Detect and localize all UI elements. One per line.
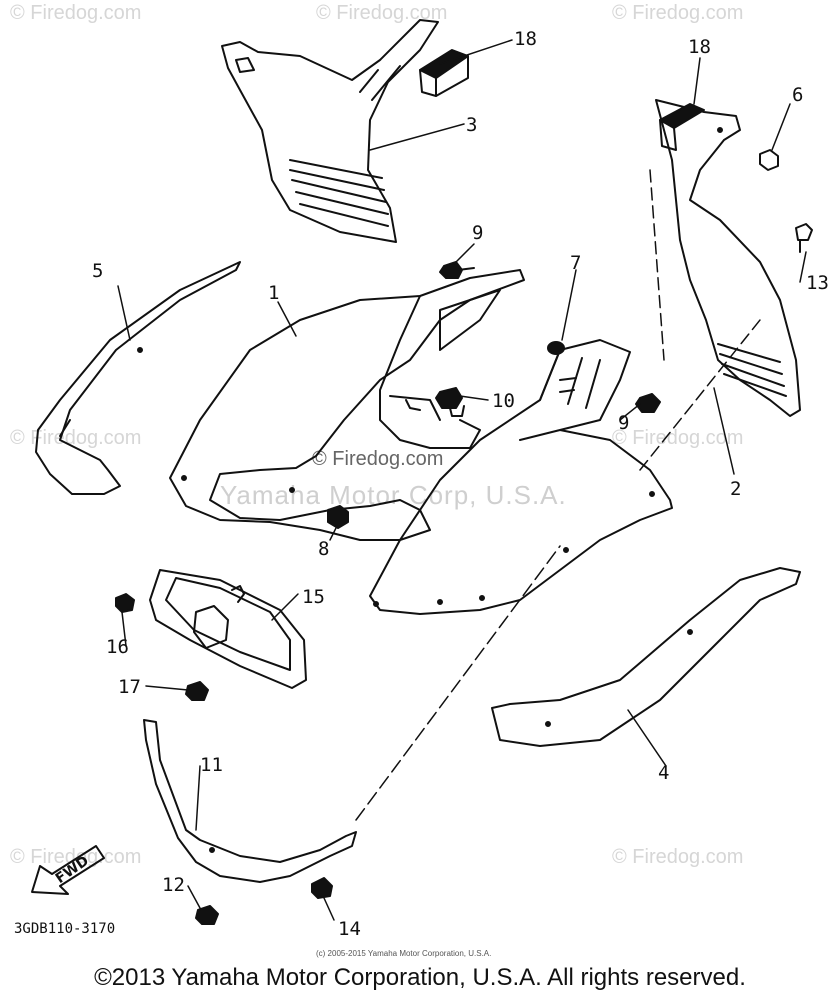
part-3-side-cover-left [221, 19, 439, 243]
callout-10: 10 [492, 390, 515, 412]
part-7-washer [547, 341, 565, 355]
part-1-front-fender [137, 269, 525, 541]
watermark-top-left: © Firedog.com [10, 2, 142, 24]
callout-9-upper: 9 [472, 222, 484, 244]
callout-5: 5 [92, 260, 104, 282]
callout-8: 8 [318, 538, 330, 560]
callout-4: 4 [658, 762, 670, 784]
part-9-bolt-upper [439, 261, 475, 279]
callout-15: 15 [302, 586, 325, 608]
watermark-company: Yamaha Motor Corp, U.S.A. [220, 480, 567, 510]
part-18-pad-left [419, 49, 469, 97]
callout-2: 2 [730, 478, 742, 500]
part-2-side-cover-right [655, 99, 801, 417]
part-14-nut [311, 877, 333, 899]
watermark-top-right: © Firedog.com [612, 2, 744, 24]
watermark-top-center: © Firedog.com [316, 2, 448, 24]
callout-12: 12 [162, 874, 185, 896]
part-18-pad-right [659, 103, 705, 151]
watermark-bottom-left: © Firedog.com [10, 846, 142, 868]
diagram-code: 3GDB110-3170 [14, 921, 116, 937]
part-11-stay [143, 719, 357, 883]
part-16-bolt [115, 593, 135, 613]
part-6-bolt [759, 149, 779, 171]
part-15-light-bracket [149, 569, 307, 689]
callout-18-right: 18 [688, 36, 711, 58]
part-9-bolt-right [635, 393, 661, 413]
part-8-bolt [327, 505, 349, 529]
leader-lines [117, 39, 807, 921]
callout-18-left: 18 [514, 28, 537, 50]
forward-arrow-icon [31, 845, 105, 895]
watermark-mid-left: © Firedog.com [10, 427, 142, 449]
part-13-screw [795, 223, 813, 253]
callout-11: 11 [200, 754, 223, 776]
callout-9-right: 9 [618, 412, 630, 434]
part-1-front-fender-right [369, 339, 673, 615]
footer-copyright: ©2013 Yamaha Motor Corporation, U.S.A. A… [94, 964, 746, 991]
part-5-mud-flap-strip-left [35, 261, 241, 495]
callout-13: 13 [806, 272, 829, 294]
watermark-bottom-right: © Firedog.com [612, 846, 744, 868]
callout-16: 16 [106, 636, 129, 658]
callout-6: 6 [792, 84, 804, 106]
part-12-bolt [195, 905, 219, 925]
callout-1: 1 [268, 282, 280, 304]
watermark-center: © Firedog.com [312, 448, 444, 470]
watermark-mid-right: © Firedog.com [612, 427, 744, 449]
callout-17: 17 [118, 676, 141, 698]
part-10-grommet [435, 387, 465, 417]
part-4-mud-flap-strip-right [491, 567, 801, 747]
callout-7: 7 [570, 252, 582, 274]
part-17-bolt [185, 681, 209, 701]
small-copyright: (c) 2005-2015 Yamaha Motor Corporation, … [316, 949, 492, 958]
callout-3: 3 [466, 114, 478, 136]
callout-14: 14 [338, 918, 361, 940]
